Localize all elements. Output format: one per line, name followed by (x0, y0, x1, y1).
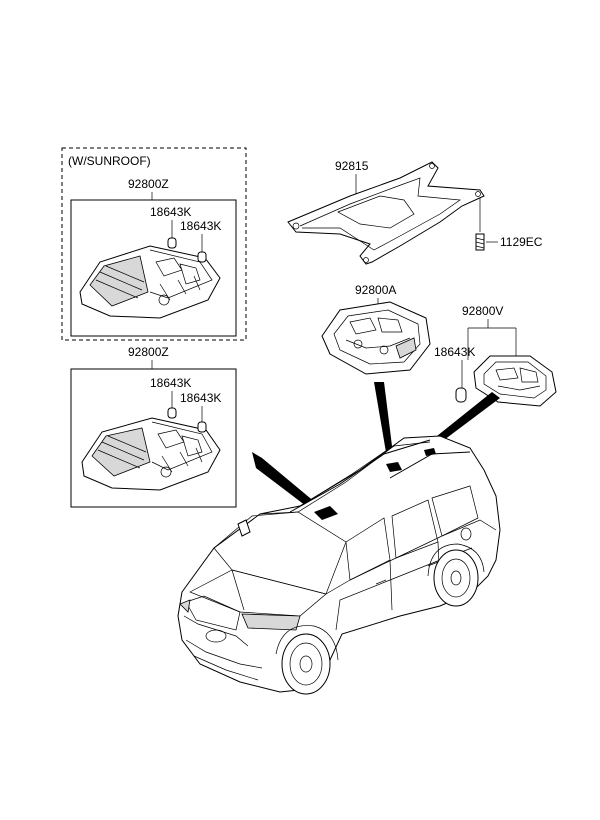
label-18643K-top-a: 18643K (150, 205, 191, 219)
screw-1129EC: 1129EC (475, 198, 543, 251)
label-18643K-bot-b: 18643K (180, 391, 221, 405)
bulb-right (455, 387, 467, 403)
bulb-bot-b (197, 421, 207, 433)
sunroof-dashed-border (61, 147, 247, 341)
pointer-wedge-left (252, 452, 322, 512)
bulb-top-b (197, 251, 207, 263)
label-18643K-bot-a: 18643K (150, 376, 191, 390)
console-group-bottom: 92800Z 18643K 18643K (70, 345, 237, 508)
label-92800A: 92800A (355, 283, 396, 297)
label-18643K-top-b: 18643K (180, 219, 221, 233)
pointer-wedge-right (432, 392, 500, 446)
bulb-bot-a (167, 407, 177, 419)
front-wheel (281, 633, 331, 695)
label-92800Z-top: 92800Z (128, 177, 169, 191)
roof-marker-left (314, 506, 338, 520)
label-92800V: 92800V (462, 304, 503, 318)
part-box-92800Z-top (70, 199, 237, 337)
sunroof-group: (W/SUNROOF) 92800Z 18643K 18643K (61, 147, 247, 341)
overhead-console-bottom (81, 407, 221, 491)
part-box-92800Z-bottom (70, 368, 237, 508)
pointer-wedges (252, 382, 500, 512)
pointer-wedge-center (374, 382, 394, 464)
label-w-sunroof: (W/SUNROOF) (68, 154, 151, 168)
label-92815: 92815 (335, 159, 369, 173)
bulb-top-a (167, 237, 177, 249)
bracket-92815: 92815 (287, 159, 485, 265)
label-92800Z-bottom: 92800Z (128, 345, 169, 359)
overhead-console-top (79, 237, 221, 319)
rear-wheel (433, 549, 479, 607)
map-lamp-92800A: 92800A (321, 283, 431, 375)
room-lamp-92800V: 92800V 18643K (434, 304, 557, 407)
roof-marker-right (424, 448, 436, 456)
roof-marker-center (386, 462, 402, 472)
vehicle-suv (177, 435, 501, 695)
label-18643K-right: 18643K (434, 345, 475, 359)
label-1129EC: 1129EC (500, 235, 543, 249)
